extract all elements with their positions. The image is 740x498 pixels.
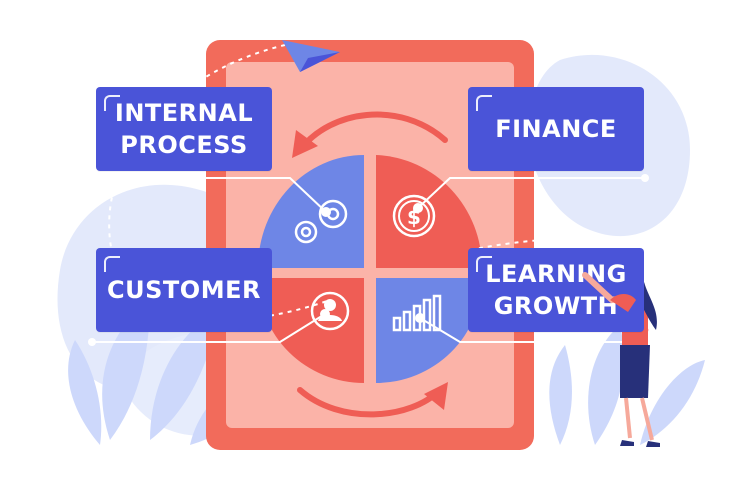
connector-lines [92,177,650,343]
learning-growth-box: LEARNING GROWTH [468,248,644,332]
customer-label: CUSTOMER [107,276,261,304]
internal-process-line2: PROCESS [120,131,248,159]
learning-growth-line2: GROWTH [493,292,619,320]
internal-process-line1: INTERNAL [114,99,254,127]
customer-box: CUSTOMER [96,248,272,332]
dollar-coin-icon: $ [392,194,436,238]
circular-arrows-icon [297,111,448,418]
learning-growth-line1: LEARNING [485,260,627,288]
paper-plane-icon [282,40,340,72]
dashed-path-right [469,237,601,251]
finance-box: FINANCE [468,87,644,171]
finance-label: FINANCE [495,115,617,143]
pie-slice-bottom-left [258,278,364,383]
leaves-right [549,325,705,445]
pie-slice-top-left [258,155,364,268]
internal-process-box: INTERNAL PROCESS [96,87,272,171]
person-profile-icon [310,291,350,331]
